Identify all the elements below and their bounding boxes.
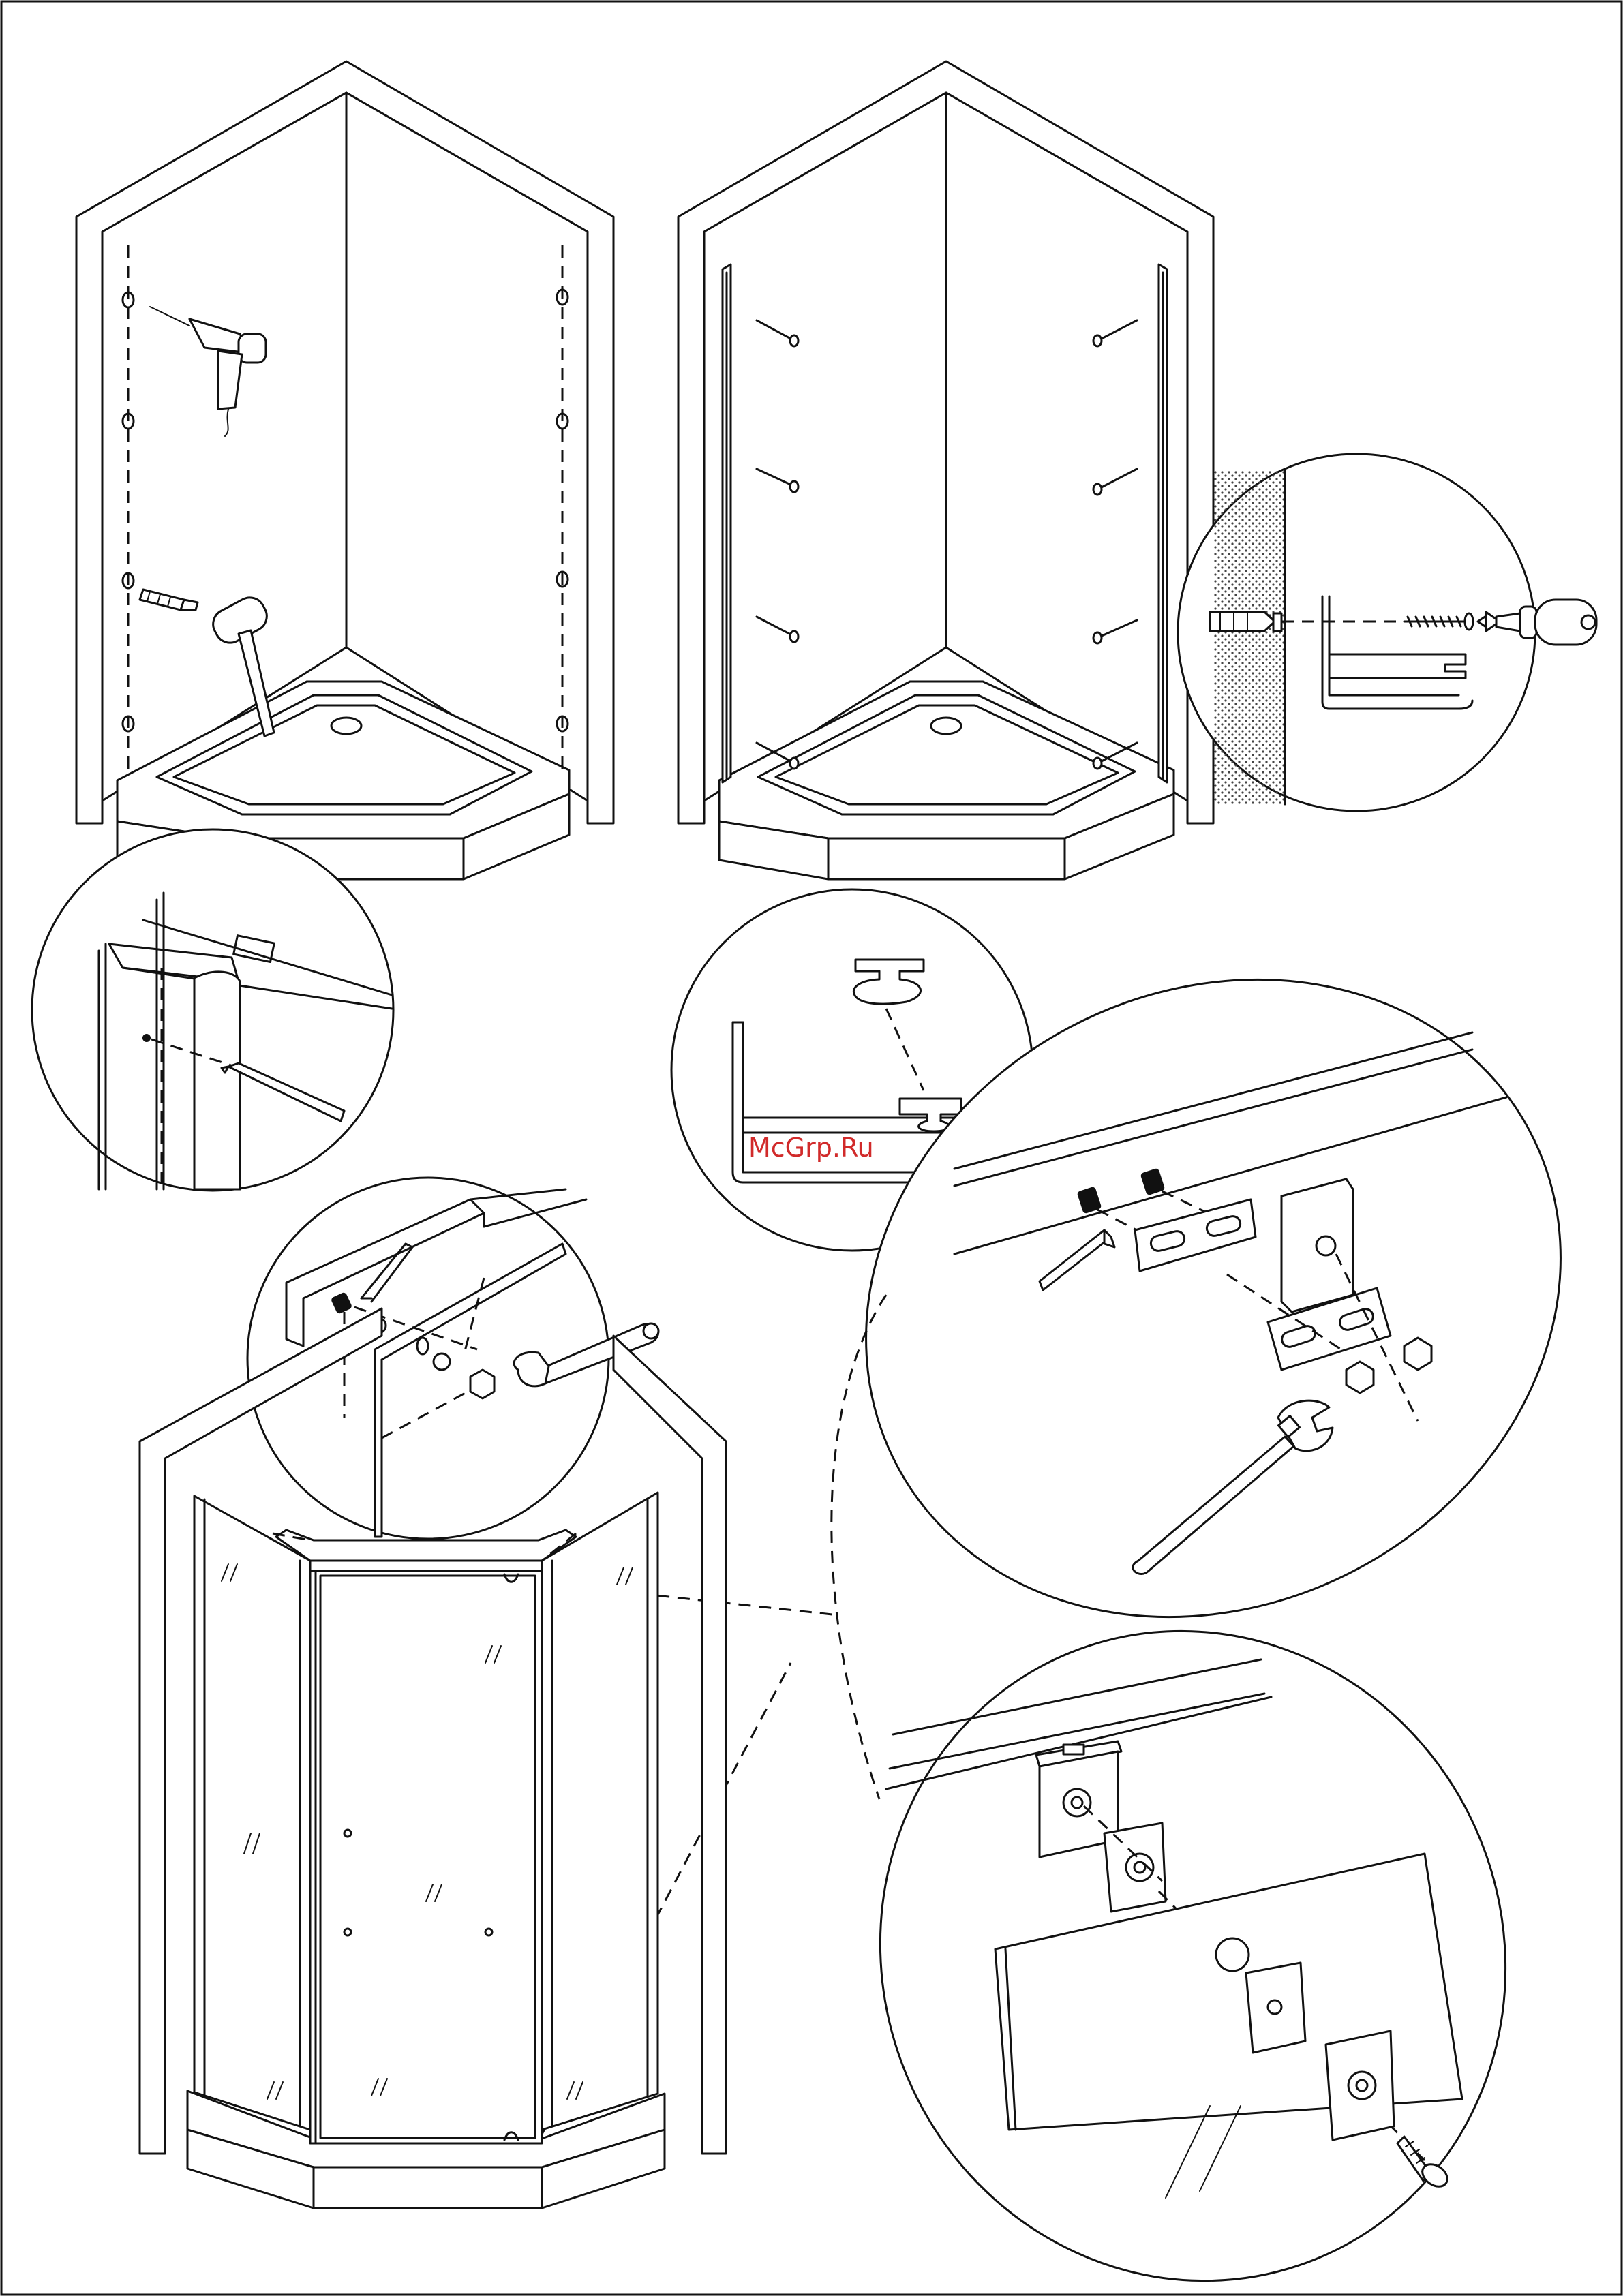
step-mount-profiles — [678, 61, 1213, 879]
detail-profile-drill — [32, 829, 393, 1191]
wall-profile-left — [723, 264, 731, 782]
side-panel-left — [194, 1496, 310, 2130]
detail-glass-clamp — [783, 1537, 1603, 2296]
door-frame — [276, 1530, 576, 2143]
detail-profile-screw — [1178, 454, 1596, 811]
wall-profile-right — [1159, 264, 1167, 782]
clamp-plate-top — [1104, 1823, 1166, 1912]
side-panel-right — [542, 1493, 658, 2130]
nut-icon — [470, 1370, 494, 1398]
clamp-icon — [1246, 1963, 1305, 2053]
clamp-plate-bottom — [1326, 2031, 1394, 2140]
nut-icon — [1404, 1338, 1431, 1370]
nut-icon — [1346, 1362, 1374, 1393]
wall-section — [1213, 470, 1285, 804]
watermark: McGrp.Ru — [748, 1133, 874, 1163]
seal-profile-icon — [853, 960, 924, 1004]
step-drill-holes — [76, 61, 613, 879]
clamp-washer — [1216, 1938, 1249, 1971]
